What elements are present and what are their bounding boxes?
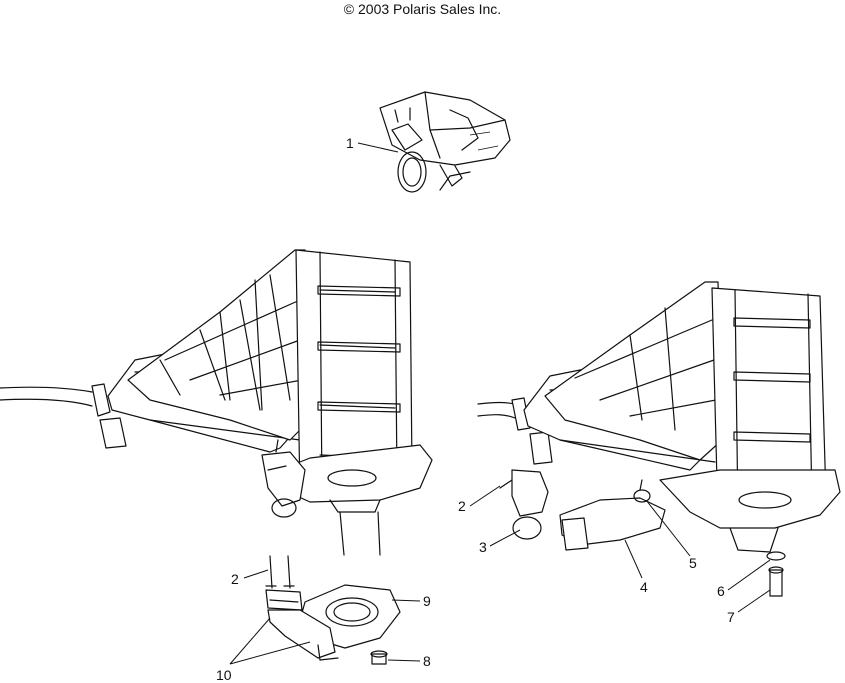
left-exploded-parts [265, 555, 401, 665]
callout-8: 8 [423, 653, 431, 669]
callout-5: 5 [689, 555, 697, 571]
callout-10: 10 [216, 667, 232, 683]
detail-view-sensor-assembly [379, 91, 511, 193]
callout-2-right: 2 [458, 498, 466, 514]
callout-7: 7 [727, 609, 735, 625]
right-spindle-assembly [477, 281, 841, 597]
callout-1: 1 [346, 135, 354, 151]
callout-6: 6 [717, 583, 725, 599]
callout-labels: 1 2 2 3 4 5 6 7 8 9 10 [216, 135, 735, 683]
copyright-notice: © 2003 Polaris Sales Inc. [343, 1, 502, 17]
leader-lines [229, 142, 771, 665]
callout-2-left: 2 [231, 571, 239, 587]
callout-3: 3 [479, 539, 487, 555]
callout-9: 9 [423, 593, 431, 609]
callout-4: 4 [640, 579, 648, 595]
left-spindle-assembly [0, 249, 433, 556]
